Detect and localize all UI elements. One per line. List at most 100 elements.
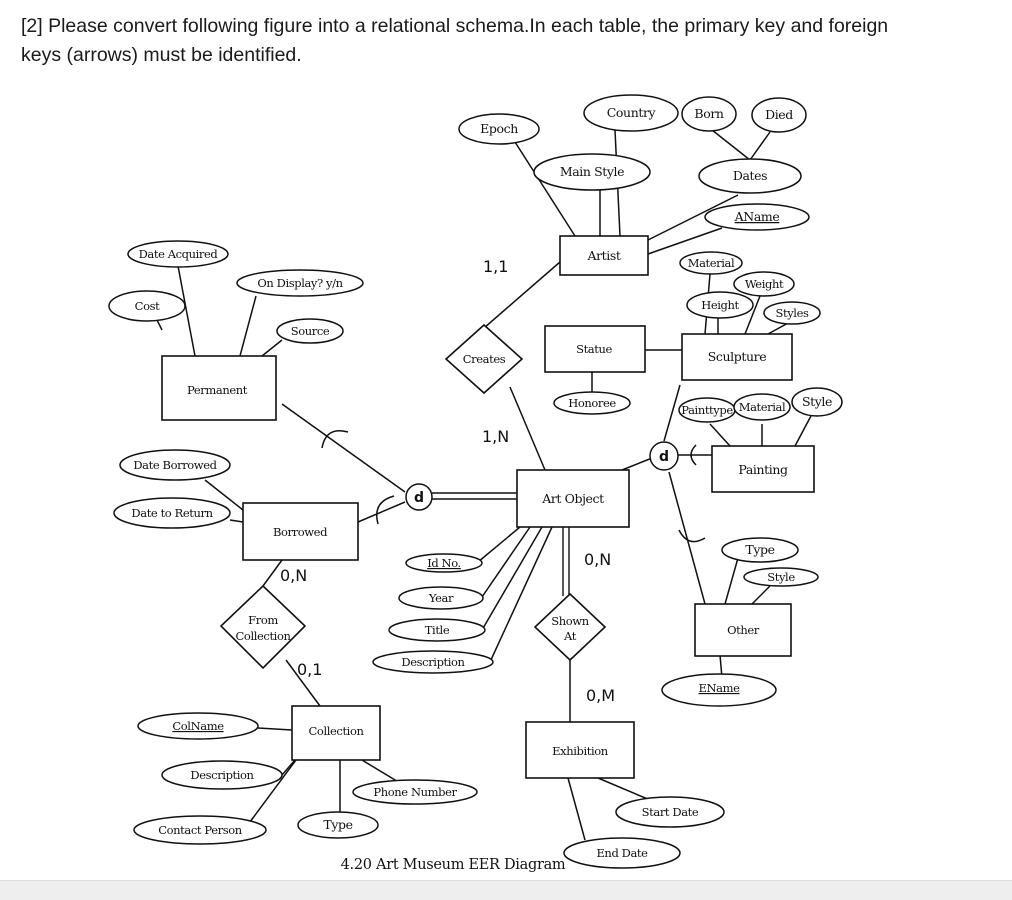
attribute-ename: EName (661, 673, 777, 707)
svg-text:Artist: Artist (586, 248, 620, 263)
svg-text:Country: Country (607, 105, 657, 120)
svg-text:Id No.: Id No. (427, 556, 461, 570)
svg-text:Dates: Dates (733, 168, 767, 183)
svg-text:From: From (248, 613, 278, 627)
cardinality-creates-artist: 1,1 (483, 257, 508, 276)
svg-text:Year: Year (428, 591, 454, 605)
cardinality-from-borrowed: 0,N (280, 566, 307, 585)
svg-text:AName: AName (734, 209, 780, 224)
entity-permanent: Permanent (161, 355, 277, 421)
svg-text:Born: Born (694, 106, 723, 121)
svg-text:Died: Died (765, 107, 793, 122)
svg-text:Epoch: Epoch (480, 121, 518, 136)
attribute-collection-description: Description (161, 760, 283, 790)
svg-text:At: At (563, 629, 577, 643)
eer-diagram: Epoch Country Born Died Main Style Dates… (108, 94, 843, 873)
attribute-source: Source (276, 318, 344, 344)
attribute-collection-type: Type (297, 811, 379, 839)
svg-text:Type: Type (745, 542, 774, 557)
entity-exhibition: Exhibition (525, 721, 635, 779)
entity-sculpture: Sculpture (681, 333, 793, 381)
svg-text:Art Object: Art Object (541, 491, 604, 506)
svg-text:ColName: ColName (172, 719, 224, 733)
svg-text:Style: Style (767, 570, 795, 584)
svg-text:Statue: Statue (576, 342, 612, 356)
attribute-honoree: Honoree (553, 391, 631, 415)
svg-text:Permanent: Permanent (187, 383, 248, 397)
attribute-born: Born (681, 96, 737, 132)
svg-text:Start Date: Start Date (642, 805, 699, 819)
svg-text:Collection: Collection (236, 629, 292, 643)
attribute-date-to-return: Date to Return (113, 497, 231, 529)
attribute-year: Year (398, 586, 484, 610)
svg-text:Date Borrowed: Date Borrowed (133, 458, 217, 472)
entity-borrowed: Borrowed (242, 502, 359, 561)
svg-text:Source: Source (291, 324, 330, 338)
attribute-aname: AName (704, 203, 810, 231)
attribute-weight: Weight (733, 271, 795, 297)
svg-text:Date Acquired: Date Acquired (139, 247, 219, 261)
attribute-styles: Styles (763, 301, 821, 325)
svg-text:d: d (414, 490, 424, 506)
entity-statue: Statue (544, 325, 646, 373)
svg-text:Cost: Cost (135, 299, 160, 313)
svg-text:Description: Description (190, 768, 254, 782)
relationship-creates: Creates (444, 323, 524, 395)
svg-text:On Display? y/n: On Display? y/n (257, 276, 343, 290)
attribute-date-acquired: Date Acquired (127, 240, 229, 268)
attribute-date-borrowed: Date Borrowed (119, 449, 231, 481)
specialization-art-subclass: d (649, 441, 679, 471)
svg-text:Exhibition: Exhibition (552, 744, 609, 758)
svg-text:Description: Description (401, 655, 465, 669)
attribute-id-no: Id No. (405, 553, 483, 573)
relationship-from-collection: From Collection (219, 584, 307, 670)
entity-art-object: Art Object (516, 469, 630, 528)
attribute-painting-material: Material (733, 393, 791, 421)
svg-text:Borrowed: Borrowed (273, 525, 328, 539)
attribute-on-display: On Display? y/n (236, 269, 364, 297)
attribute-title: Title (388, 618, 486, 642)
attribute-country: Country (583, 94, 679, 132)
attribute-height: Height (686, 291, 754, 319)
attribute-other-type: Type (721, 537, 799, 563)
svg-text:Weight: Weight (745, 277, 784, 291)
svg-text:Date to Return: Date to Return (131, 506, 213, 520)
attribute-end-date: End Date (563, 837, 681, 869)
diagram-caption: 4.20 Art Museum EER Diagram (341, 857, 566, 873)
attribute-epoch: Epoch (458, 113, 540, 145)
svg-text:Style: Style (802, 394, 832, 409)
attribute-painttype: Painttype (678, 397, 736, 423)
relationship-shown-at: Shown At (533, 592, 607, 662)
cardinality-shown-exhibition: 0,M (586, 686, 615, 705)
svg-text:End Date: End Date (596, 846, 648, 860)
attribute-other-style: Style (743, 567, 819, 587)
svg-text:Creates: Creates (463, 352, 506, 366)
attribute-died: Died (751, 97, 807, 133)
attribute-dates: Dates (698, 158, 802, 194)
connector-lines (149, 129, 813, 841)
svg-text:d: d (659, 449, 669, 465)
svg-text:Type: Type (323, 817, 352, 832)
svg-text:Sculpture: Sculpture (708, 349, 766, 364)
attribute-phone-number: Phone Number (352, 779, 478, 805)
footer-bar (0, 880, 1012, 900)
cardinality-shown-art: 0,N (584, 550, 611, 569)
svg-text:EName: EName (698, 681, 740, 695)
attribute-material: Material (679, 251, 743, 275)
specialization-source-subclass: d (405, 483, 433, 511)
svg-text:Material: Material (739, 400, 786, 414)
entity-artist: Artist (559, 235, 649, 276)
attribute-contact-person: Contact Person (133, 815, 267, 845)
attribute-main-style: Main Style (533, 153, 651, 191)
svg-text:Painttype: Painttype (681, 403, 733, 417)
svg-text:Honoree: Honoree (568, 396, 616, 410)
question-line-2: keys (arrows) must be identified. (21, 44, 302, 66)
entity-painting: Painting (711, 445, 815, 493)
svg-text:Painting: Painting (738, 462, 788, 477)
attribute-colname: ColName (137, 712, 259, 740)
question-text: [2] Please convert following figure into… (21, 12, 981, 70)
attribute-start-date: Start Date (615, 796, 725, 828)
svg-text:Main Style: Main Style (560, 164, 624, 179)
question-line-1: [2] Please convert following figure into… (21, 15, 889, 37)
svg-text:Collection: Collection (309, 724, 365, 738)
